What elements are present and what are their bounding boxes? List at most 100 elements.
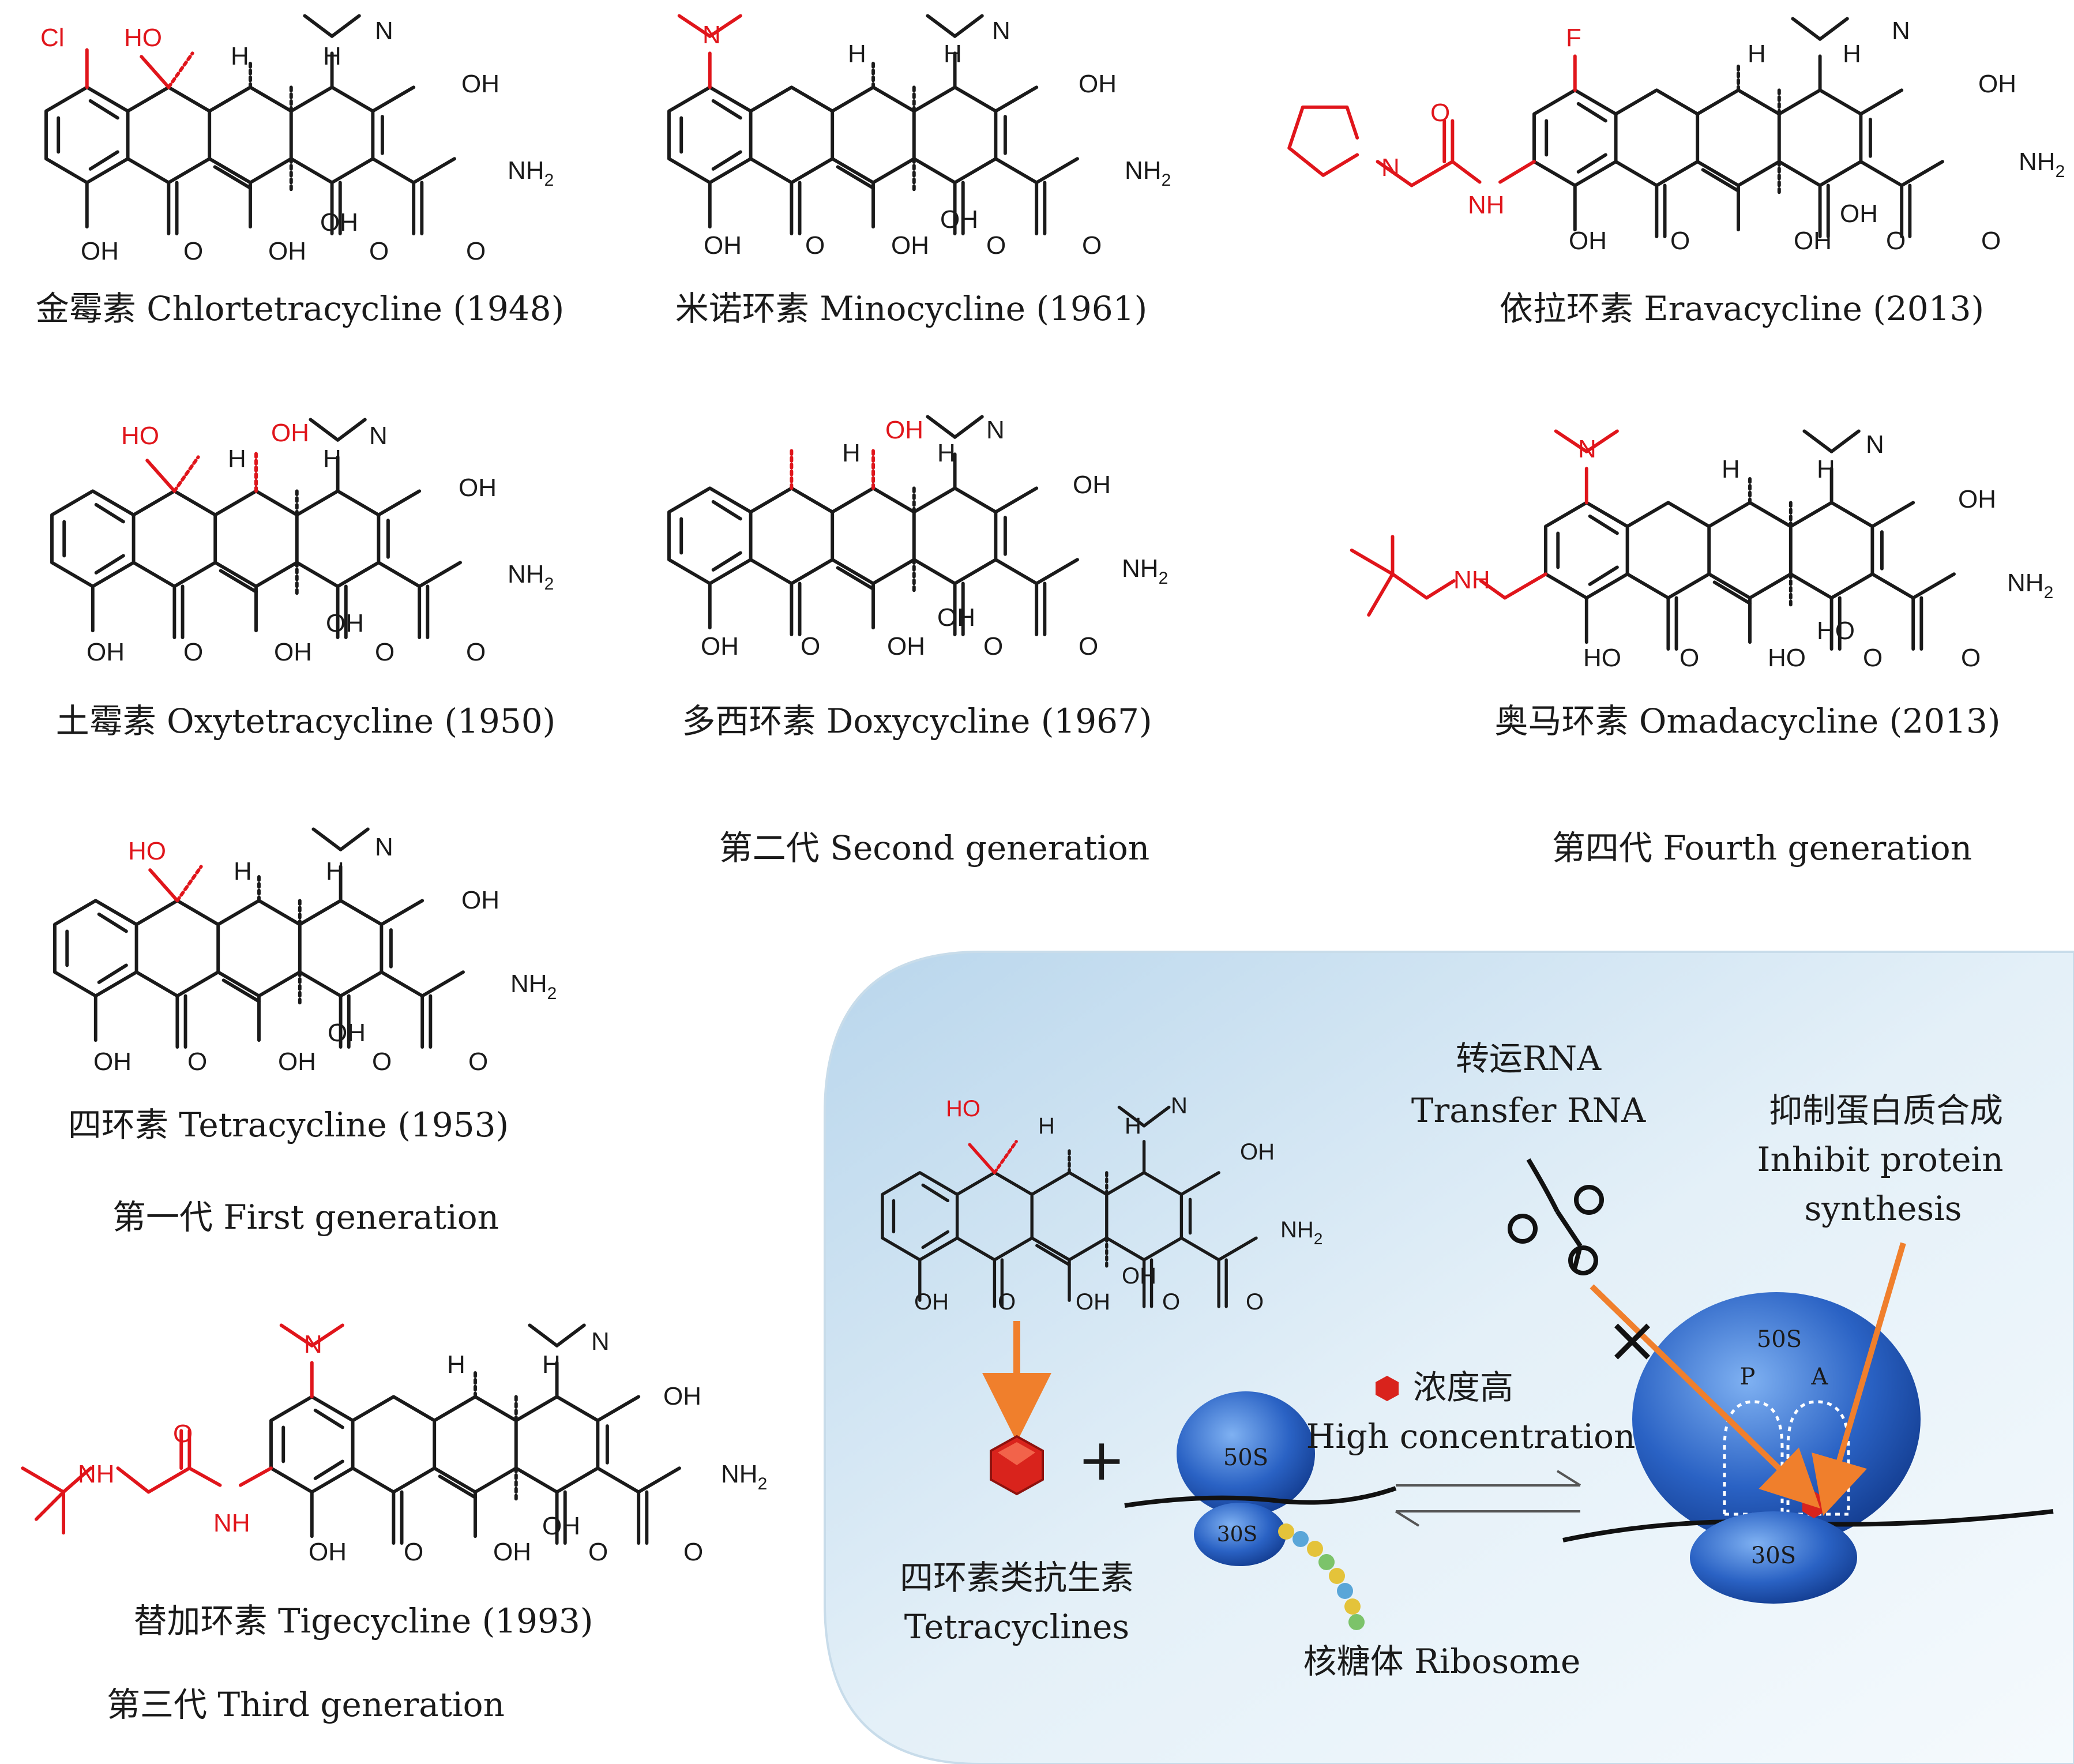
tetracyclines-label-cn: 四环素类抗生素 [900, 1558, 1134, 1597]
trna-icon [1508, 1158, 1604, 1275]
tigecycline-label: 替加环素 Tigecycline (1993) [134, 1601, 593, 1641]
free-50s-subunit [1177, 1391, 1315, 1516]
eravacycline-label: 依拉环素 Eravacycline (2013) [1500, 289, 1984, 328]
o-atom: O [1680, 644, 1699, 672]
tetracycline-label: 四环素 Tetracycline (1953) [68, 1105, 509, 1144]
nh-atom: NH [1453, 566, 1490, 594]
oh-atom: OH [271, 419, 309, 447]
tigecycline-structure [21, 1325, 679, 1543]
nh-atom: NH [78, 1460, 115, 1488]
o-atom: O [588, 1538, 608, 1566]
nh2-atom: NH2 [2007, 569, 2053, 602]
nh2-atom: NH2 [1280, 1217, 1322, 1248]
inhibit-arrow [1812, 1242, 1906, 1516]
o-atom: O [1246, 1289, 1264, 1315]
h-atom: H [944, 40, 962, 68]
oh-atom: OH [268, 237, 306, 265]
oh-atom: OH [309, 1538, 347, 1566]
nh2-atom: NH2 [508, 560, 554, 594]
h-atom: H [1038, 1113, 1055, 1139]
oh-atom: OH [87, 638, 125, 666]
o-atom: O [1981, 227, 2001, 255]
ho-atom: HO [946, 1096, 980, 1121]
free-30s-label: 30S [1217, 1523, 1257, 1547]
ho-atom: HO [1583, 644, 1621, 672]
o-atom: O [183, 638, 203, 666]
o-atom: O [1079, 632, 1098, 660]
h-atom: H [1722, 455, 1740, 483]
site-p-outline [1723, 1400, 1784, 1514]
h-atom: H [447, 1350, 465, 1379]
oh-atom: OH [1122, 1263, 1156, 1289]
h-atom: H [848, 40, 866, 68]
nh2-atom: NH2 [721, 1460, 767, 1493]
n-atom: N [1866, 430, 1884, 459]
ho-atom: HO [121, 422, 159, 450]
chlortetracycline-label: 金霉素 Chlortetracycline (1948) [36, 289, 564, 328]
oh-atom: OH [887, 632, 925, 660]
o-atom: O [683, 1538, 703, 1566]
oh-atom: OH [542, 1512, 580, 1540]
o-atom: O [183, 237, 203, 265]
o-atom: O [1863, 644, 1883, 672]
site-a-label: A [1811, 1364, 1829, 1390]
oh-atom: OH [1076, 1289, 1110, 1315]
doxycycline-structure [669, 416, 1077, 635]
block-mark: × [1606, 1303, 1659, 1376]
oh-atom: OH [278, 1048, 316, 1076]
oh-atom: OH [1840, 200, 1878, 228]
o-atom: O [173, 1420, 193, 1448]
oh-atom: OH [461, 70, 499, 98]
h-atom: H [1817, 455, 1835, 483]
oh-atom: OH [1079, 70, 1117, 98]
nh2-atom: NH2 [1122, 554, 1168, 588]
second-generation-label: 第二代 Second generation [719, 828, 1149, 868]
h-atom: H [1748, 40, 1766, 68]
inhibit-label-en-1: Inhibit protein [1757, 1140, 2004, 1179]
ho-atom: HO [124, 24, 162, 52]
o-atom: O [404, 1538, 423, 1566]
inhibit-label-en-2: synthesis [1805, 1189, 1962, 1228]
f-atom: F [1566, 24, 1581, 52]
plus-sign: + [1077, 1426, 1126, 1493]
free-ribosome: 50S 30S [1124, 1391, 1397, 1630]
oh-atom: OH [1794, 227, 1832, 255]
omadacycline-structure [1350, 429, 1954, 649]
h-atom: H [1125, 1113, 1141, 1139]
o-atom: O [983, 632, 1003, 660]
tetracyclines-label-en: Tetracyclines [904, 1607, 1129, 1646]
o-atom: O [369, 237, 389, 265]
panel-tetracycline-structure [882, 1107, 1256, 1307]
h-atom: H [234, 857, 252, 885]
oh-atom: OH [914, 1289, 949, 1315]
oh-atom: OH [493, 1538, 531, 1566]
eravacycline-structure [1287, 18, 1943, 237]
bound-50s-label: 50S [1757, 1326, 1802, 1353]
h-atom: H [542, 1350, 561, 1379]
oh-atom: OH [1569, 227, 1607, 255]
oh-atom: OH [704, 231, 742, 260]
minocycline-atoms: N H H N OH NH2 OH O OH OH O O [702, 17, 1171, 260]
oh-atom: OH [81, 237, 119, 265]
peptide-chain [1278, 1523, 1365, 1630]
panel-tetracycline-atoms: HO H H N OH NH2 OH O OH OH O O [914, 1093, 1322, 1315]
free-50s-label: 50S [1223, 1444, 1268, 1471]
o-atom: O [1670, 227, 1690, 255]
bound-30s-subunit [1690, 1511, 1857, 1604]
n-atom: N [591, 1327, 610, 1356]
o-atom: O [1082, 231, 1102, 260]
o-atom: O [805, 231, 825, 260]
oh-atom: OH [1958, 485, 1996, 513]
molecule-highlight [998, 1442, 1035, 1465]
o-atom: O [1162, 1289, 1180, 1315]
high-concentration-cn: 浓度高 [1413, 1368, 1513, 1407]
n-atom: N [1892, 17, 1910, 45]
doxycycline-atoms: OH H H N OH NH2 OH O OH OH O O [701, 416, 1168, 660]
oh-atom: OH [326, 609, 364, 637]
oxytetracycline-label: 土霉素 Oxytetracycline (1950) [56, 701, 556, 741]
fourth-generation-label: 第四代 Fourth generation [1552, 828, 1972, 868]
nh2-atom: NH2 [508, 156, 554, 190]
oh-atom: OH [461, 886, 499, 914]
oh-atom: OH [1240, 1139, 1275, 1165]
